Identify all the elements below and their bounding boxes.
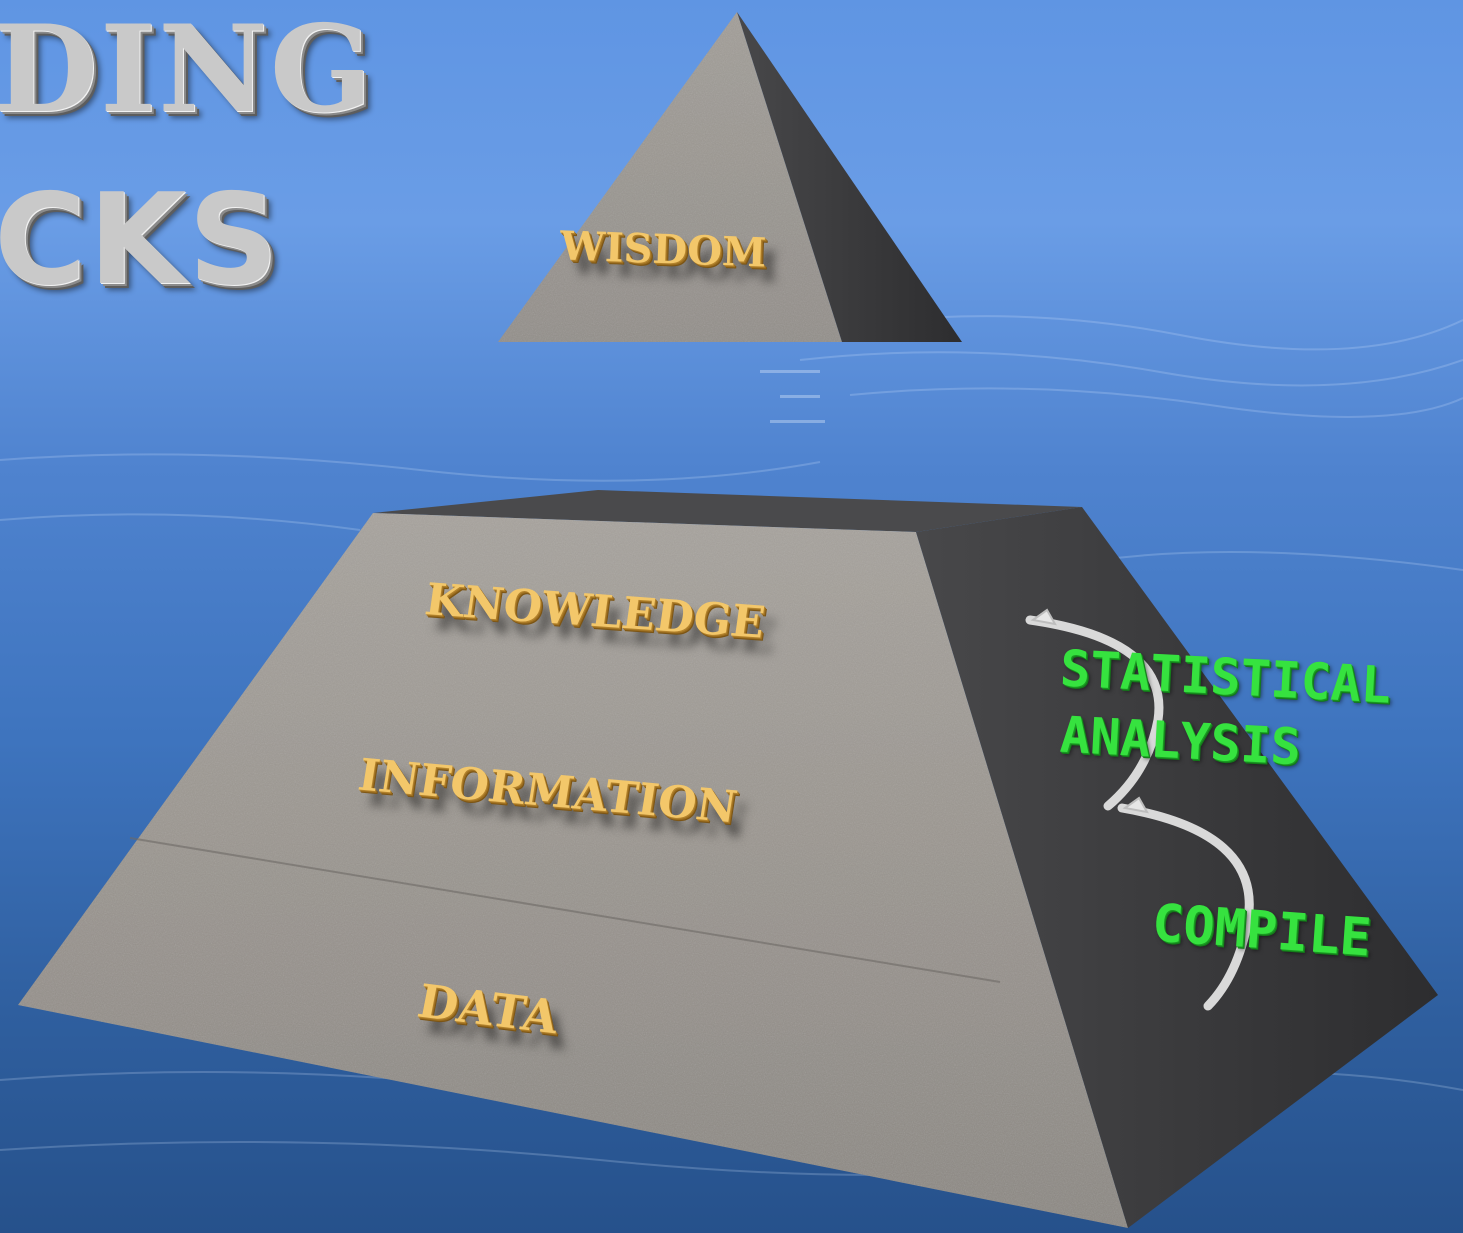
title-fragment-bottom: CKS — [0, 166, 281, 313]
base-pyramid-block — [18, 490, 1438, 1228]
analysis-label: ANALYSIS — [1058, 705, 1303, 777]
process-arrows — [1025, 608, 1254, 1011]
title-fragment-top: DING — [0, 0, 375, 140]
wisdom-pyramid — [498, 12, 962, 342]
wisdom-label: WISDOM — [559, 222, 768, 277]
compile-label: COMPILE — [1150, 893, 1373, 969]
